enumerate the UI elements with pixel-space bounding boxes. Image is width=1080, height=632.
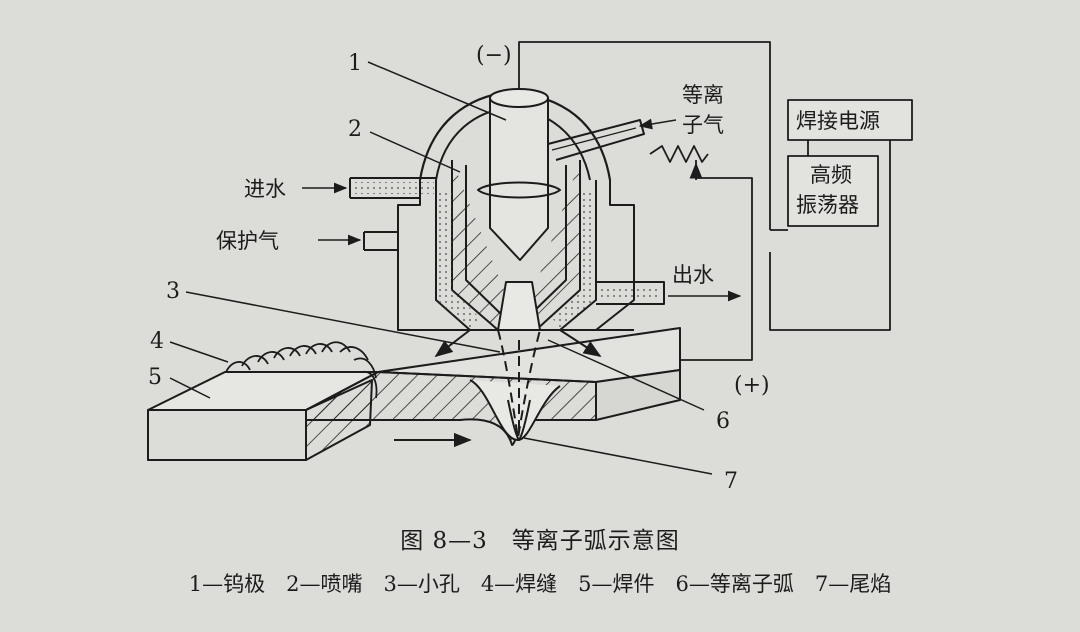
label-3: 3 [166, 279, 180, 304]
circuit [518, 41, 913, 361]
tungsten-electrode [477, 88, 561, 261]
label-shield-gas: 保护气 [216, 229, 279, 253]
label-4: 4 [150, 329, 164, 354]
plasma-arc-diagram: 1 2 3 4 5 6 7 (−) (+) 等离 子气 进水 保护气 出水 焊接… [147, 41, 913, 494]
leader-lines [169, 61, 742, 475]
figure-caption: 图 8—3 等离子弧示意图 [400, 528, 680, 554]
plasma-arc [434, 281, 602, 441]
label-water-in: 进水 [244, 177, 286, 201]
label-1: 1 [348, 51, 362, 76]
figure-legend: 1—钨极 2—喷嘴 3—小孔 4—焊缝 5—焊件 6—等离子弧 7—尾焰 [188, 572, 892, 596]
label-water-out: 出水 [672, 263, 714, 287]
workpiece [147, 327, 681, 461]
label-hf-1: 高频 [810, 163, 852, 187]
label-plasma-gas-2: 子气 [682, 113, 724, 137]
label-hf-2: 振荡器 [796, 193, 859, 217]
label-7: 7 [724, 469, 738, 494]
label-6: 6 [716, 409, 730, 434]
label-plus: (+) [734, 373, 770, 398]
label-minus: (−) [476, 43, 512, 68]
label-2: 2 [348, 117, 362, 142]
weld-bead [225, 341, 378, 399]
label-5: 5 [148, 365, 162, 390]
label-power-supply: 焊接电源 [796, 109, 880, 133]
label-plasma-gas-1: 等离 [682, 83, 724, 107]
